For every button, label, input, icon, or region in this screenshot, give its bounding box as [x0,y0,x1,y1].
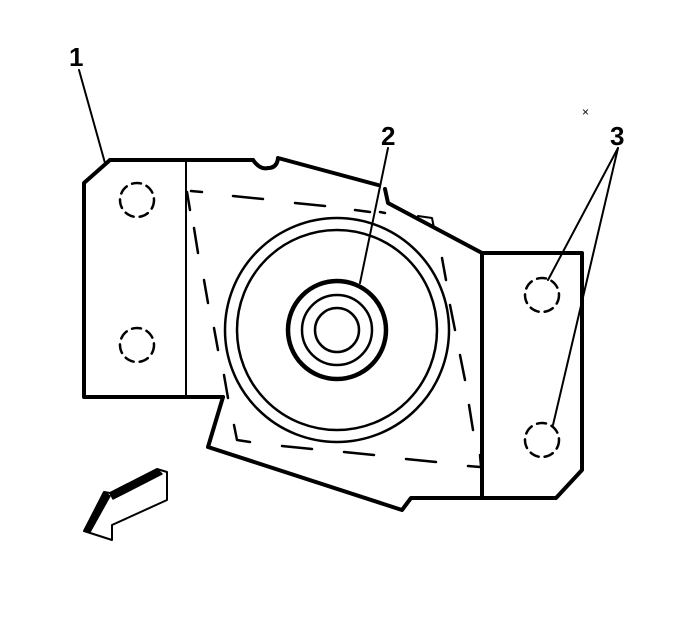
leader-1 [78,69,106,164]
left-bracket [82,158,255,399]
callout-2-label: 2 [381,121,396,151]
bolt-hole-right-top [523,276,561,314]
central-body [185,156,484,512]
leader-3a [547,147,619,281]
isolator [223,216,451,444]
right-bracket [480,251,584,500]
bolt-hole-left-top [118,181,156,219]
bolt-hole-left-bottom [118,326,156,364]
callout-3-label: 3 [610,121,625,151]
bolt-hole-right-bottom [523,421,561,459]
leader-lines [78,69,619,426]
isolator-center-ring [285,278,389,382]
reference-marker: × [582,105,590,119]
callout-1-label: 1 [69,42,84,72]
leader-2 [359,147,389,284]
leader-3b [552,147,619,426]
direction-arrow-icon [83,468,168,541]
